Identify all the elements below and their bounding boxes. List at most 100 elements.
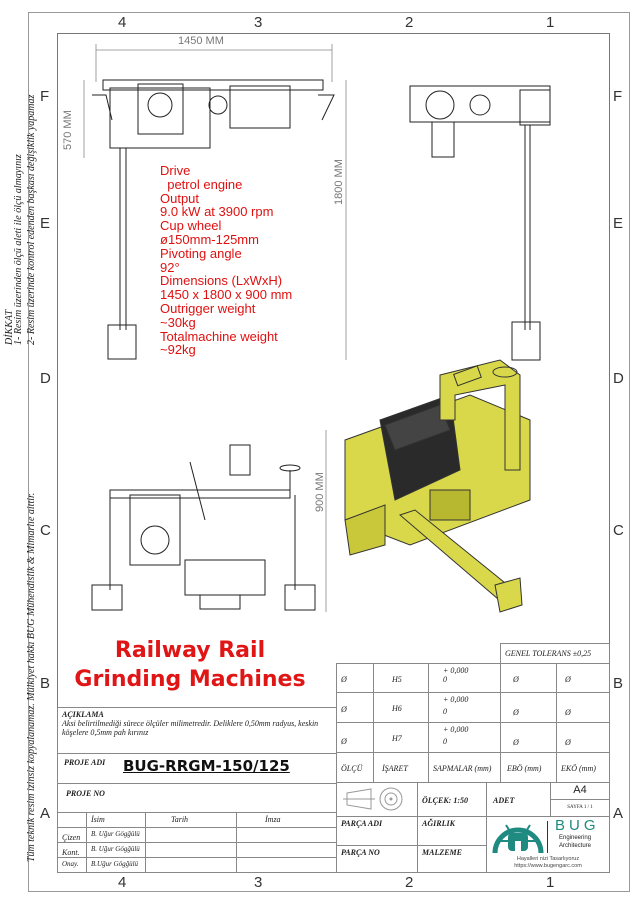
dim-height: 900 MM xyxy=(314,472,326,512)
zone-col: 4 xyxy=(118,14,127,31)
spec-line: petrol engine xyxy=(160,176,243,192)
spec-line: ~30kg xyxy=(160,314,196,330)
spec-line: 92° xyxy=(160,259,180,275)
zone-row: A xyxy=(40,805,51,822)
cell: Ø xyxy=(500,722,557,753)
zone-row: C xyxy=(40,522,51,539)
sheet-page: SAYFA 1 / 1 xyxy=(550,799,610,817)
header-cell: İŞARET xyxy=(373,752,429,783)
name-cell: B. Uğur Gögğülü xyxy=(86,827,146,843)
spec-list: Drive petrol engine Output 9.0 kW at 390… xyxy=(160,164,292,357)
header-cell: EKÖ (mm) xyxy=(556,752,610,783)
zone-row: F xyxy=(613,88,623,105)
role-cell: Çizen xyxy=(57,827,87,843)
zone-row: A xyxy=(613,805,624,822)
dev-upper: + 0,000 xyxy=(443,695,469,704)
header-cell: EBÖ (mm) xyxy=(500,752,557,783)
name-cell: B.Uğur Gögğülü xyxy=(86,857,146,873)
spec-line: Pivoting angle xyxy=(160,245,242,261)
dev-lower: 0 xyxy=(443,707,447,716)
logo-url[interactable]: https://www.bugengarc.com xyxy=(514,863,582,869)
sheet-size: A4 xyxy=(550,782,610,800)
logo-line1: Engineering xyxy=(559,835,592,841)
material-label: MALZEME xyxy=(417,845,487,873)
zone-row: F xyxy=(40,88,50,105)
zone-col: 1 xyxy=(546,874,555,891)
notes-box: AÇIKLAMA Aksi belirtilmediği sürece ölçü… xyxy=(57,707,337,754)
logo-tagline: Hayalleri nizi Tasarlıyoruz xyxy=(516,856,580,862)
header-cell: SAPMALAR (mm) xyxy=(428,752,501,783)
header-cell: ÖLÇÜ xyxy=(336,752,374,783)
cell: H7 xyxy=(373,722,429,753)
projection-symbol-icon xyxy=(343,787,403,811)
logo-line2: Architecture xyxy=(559,843,592,849)
dev-upper: + 0,000 xyxy=(443,666,469,675)
scale-label: ÖLÇEK: xyxy=(422,796,452,805)
spec-line: 1450 x 1800 x 900 mm xyxy=(160,287,293,303)
side-view xyxy=(409,85,551,361)
zone-row: D xyxy=(613,370,624,387)
cell: Ø xyxy=(556,722,610,753)
dev-lower: 0 xyxy=(443,675,447,684)
dev-upper: + 0,000 xyxy=(443,725,469,734)
iso-view xyxy=(344,359,531,613)
cell: Ø xyxy=(336,663,374,693)
cell: H5 xyxy=(373,663,429,693)
dim-length: 1800 MM xyxy=(333,159,345,205)
spec-line: Output xyxy=(160,190,200,206)
header-cell: İmza xyxy=(236,812,337,828)
spec-line: Cup wheel xyxy=(160,218,222,234)
project-name-label: PROJE ADI xyxy=(64,758,106,767)
notes-label: AÇIKLAMA xyxy=(62,710,104,719)
spec-line: ø150mm-125mm xyxy=(160,231,259,247)
cell: Ø xyxy=(500,692,557,723)
dim-width: 1450 MM xyxy=(178,35,224,47)
top-view xyxy=(92,79,335,360)
scale-value: 1:50 xyxy=(453,796,469,805)
zone-col: 4 xyxy=(118,874,127,891)
notes-text: Aksi belirtilmediği sürece ölçüler milim… xyxy=(62,719,319,737)
spec-line: Outrigger weight xyxy=(160,300,256,316)
zone-col: 3 xyxy=(254,874,263,891)
part-name-label: PARÇA ADI xyxy=(336,816,418,846)
front-view xyxy=(91,444,316,611)
zone-row: D xyxy=(40,370,51,387)
logo-brand: BUG xyxy=(555,817,600,834)
cell: Ø xyxy=(556,692,610,723)
title-line-1: Railway Rail xyxy=(114,638,266,663)
zone-row: B xyxy=(613,675,624,692)
weight-label: AĞIRLIK xyxy=(417,816,487,846)
zone-row: C xyxy=(613,522,624,539)
bug-logo-icon xyxy=(492,824,544,854)
part-no-label: PARÇA NO xyxy=(336,845,418,873)
zone-row: E xyxy=(40,215,51,232)
project-name: BUG-RRGM-150/125 xyxy=(123,757,290,775)
spec-line: Dimensions (LxWxH) xyxy=(160,273,283,289)
general-tolerance: GENEL TOLERANS ±0,25 xyxy=(500,643,610,664)
name-cell: B. Uğur Gögğülü xyxy=(86,842,146,858)
dimension-lines xyxy=(83,44,347,612)
projection-symbol-box xyxy=(336,782,418,817)
spec-line: Totalmachine weight xyxy=(160,328,278,344)
header-cell: Tarih xyxy=(145,812,237,828)
project-name-box: PROJE ADI BUG-RRGM-150/125 xyxy=(57,753,337,784)
zone-col: 1 xyxy=(546,14,555,31)
role-cell: Onay. xyxy=(57,857,87,873)
title-line-2: Grinding Machines xyxy=(74,667,306,692)
zone-col: 2 xyxy=(405,14,414,31)
company-logo: BUG Engineering Architecture Hayalleri n… xyxy=(486,816,610,873)
zone-row: B xyxy=(40,675,51,692)
cell: Ø xyxy=(336,722,374,753)
header-cell: İsim xyxy=(86,812,146,828)
cell: Ø xyxy=(556,663,610,693)
spec-line: Drive xyxy=(160,163,191,178)
drawing-frame xyxy=(28,12,630,892)
zone-row: E xyxy=(613,215,624,232)
scale: ÖLÇEK: 1:50 xyxy=(417,782,487,817)
zone-col: 3 xyxy=(254,14,263,31)
quantity-label: ADET xyxy=(486,782,551,817)
cell: Ø xyxy=(500,663,557,693)
project-no-label: PROJE NO xyxy=(57,783,337,813)
zone-col: 2 xyxy=(405,874,414,891)
